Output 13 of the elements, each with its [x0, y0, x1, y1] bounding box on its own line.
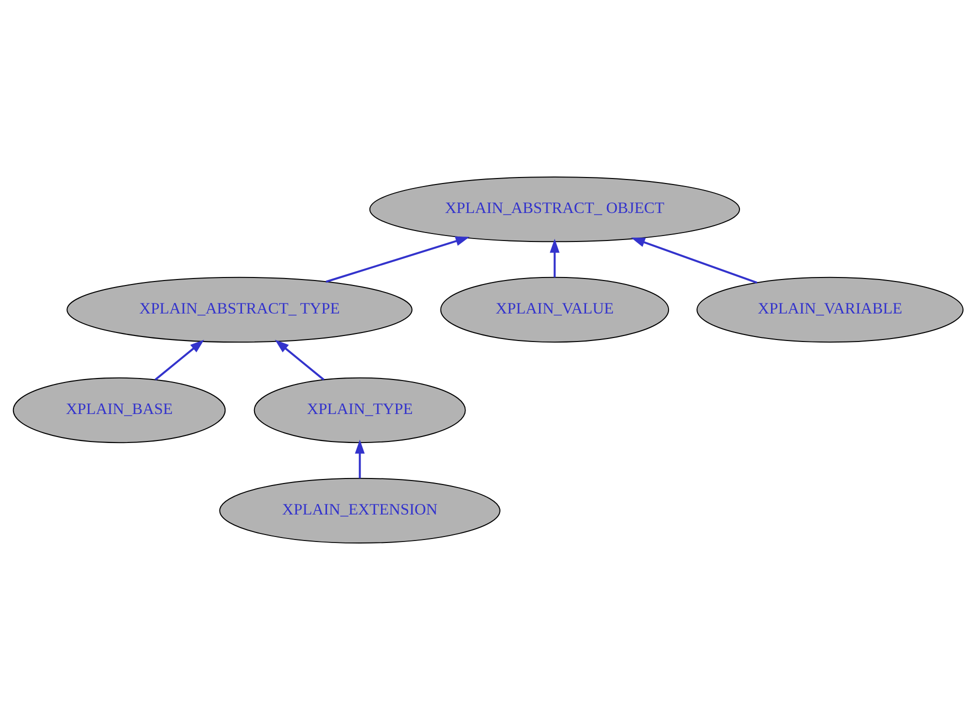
- node-ellipse: XPLAIN_BASE: [12, 376, 226, 443]
- node-ellipse: XPLAIN_VALUE: [440, 276, 670, 342]
- node-ellipse: XPLAIN_TYPE: [254, 376, 466, 443]
- node-ellipse: XPLAIN_VARIABLE: [696, 276, 964, 342]
- arrow: [154, 339, 204, 380]
- node-ellipse: XPLAIN_EXTENSION: [219, 477, 500, 544]
- arrow: [326, 236, 470, 282]
- arrow: [631, 237, 758, 284]
- arrow: [274, 339, 324, 380]
- arrow: [550, 238, 560, 277]
- arrow: [354, 439, 365, 478]
- node-ellipse: XPLAIN_ABSTRACT_ OBJECT: [369, 176, 740, 242]
- node-ellipse: XPLAIN_ABSTRACT_ TYPE: [66, 276, 412, 342]
